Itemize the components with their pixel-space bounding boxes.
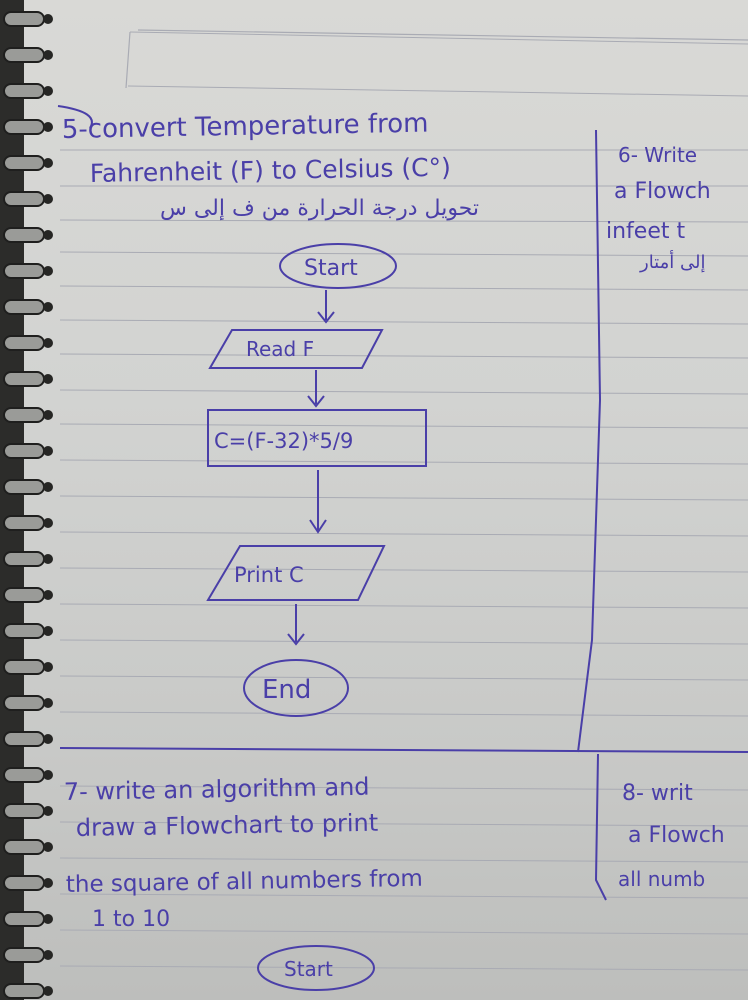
spiral-ring <box>3 119 45 135</box>
problem-5-arabic-line: تحويل درجة الحرارة من ف إلى س <box>160 196 479 221</box>
binding-hole <box>43 770 53 780</box>
binding-hole <box>43 266 53 276</box>
binding-hole <box>43 806 53 816</box>
binding-hole <box>43 842 53 852</box>
spiral-ring <box>3 83 45 99</box>
problem-6-line2: a Flowch <box>614 179 711 204</box>
print-output-label: Print C <box>234 563 304 587</box>
problem-7-line1: 7- write an algorithm and <box>64 773 370 806</box>
spiral-rings <box>3 11 53 999</box>
spiral-ring <box>3 731 45 747</box>
spiral-ring <box>3 335 45 351</box>
spiral-ring <box>3 11 45 27</box>
problem-7-heading: 7- write an algorithm and draw a Flowcha… <box>64 773 423 991</box>
binding-hole <box>43 986 53 996</box>
binding-hole <box>43 446 53 456</box>
spiral-ring <box>3 623 45 639</box>
spiral-ring <box>3 515 45 531</box>
problem-8-line1: 8- writ <box>622 781 693 806</box>
problem-5-heading: 5-convert Temperature from Fahrenheit (F… <box>62 109 479 221</box>
binding-hole <box>43 698 53 708</box>
arrow-print-to-end <box>287 604 305 646</box>
binding-hole <box>43 302 53 312</box>
spiral-ring <box>3 299 45 315</box>
problem-7-line4: 1 to 10 <box>92 907 170 932</box>
read-input-box <box>208 329 384 369</box>
problem-6-line1: 6- Write <box>618 143 697 167</box>
end-terminal <box>243 659 349 717</box>
spiral-ring <box>3 803 45 819</box>
binding-hole <box>43 662 53 672</box>
problem-7-line3: the square of all numbers from <box>66 866 423 898</box>
problem-7-line2: draw a Flowchart to print <box>76 809 379 842</box>
spiral-ring <box>3 587 45 603</box>
spiral-ring <box>3 371 45 387</box>
problem-5-title-line1: 5-convert Temperature from <box>62 109 429 145</box>
problem-8-line3: all numb <box>618 867 705 891</box>
binding-hole <box>43 518 53 528</box>
problem-8-line2: a Flowch <box>628 823 725 848</box>
read-input-label: Read F <box>246 337 314 361</box>
binding-hole <box>43 374 53 384</box>
binding-hole <box>43 194 53 204</box>
binding-hole <box>43 734 53 744</box>
problem-6-line3: infeet t <box>606 219 685 244</box>
binding-hole <box>43 122 53 132</box>
spiral-ring <box>3 947 45 963</box>
binding-hole <box>43 14 53 24</box>
binding-hole <box>43 950 53 960</box>
ruled-lines <box>59 31 748 971</box>
arrow-process-to-print <box>309 470 327 534</box>
spiral-ring <box>3 443 45 459</box>
binding-hole <box>43 590 53 600</box>
top-header-box <box>125 29 748 89</box>
binding-hole <box>43 338 53 348</box>
spiral-ring <box>3 839 45 855</box>
start-terminal-label: Start <box>304 256 358 281</box>
binding-hole <box>43 878 53 888</box>
section-dividers <box>57 105 748 901</box>
problem-6-line4: إلى أمتار <box>639 250 705 273</box>
arrow-read-to-process <box>307 370 325 408</box>
binding-hole <box>43 482 53 492</box>
binding-hole <box>43 86 53 96</box>
arrow-start-to-read <box>317 290 335 324</box>
spiral-ring <box>3 407 45 423</box>
spiral-ring <box>3 479 45 495</box>
spiral-ring <box>3 767 45 783</box>
spiral-ring <box>3 551 45 567</box>
binding-hole <box>43 50 53 60</box>
process-formula: C=(F-32)*5/9 <box>214 429 353 453</box>
problem-7-start-terminal <box>257 945 375 991</box>
start-terminal <box>279 243 397 289</box>
binding-hole <box>43 554 53 564</box>
binding-hole <box>43 158 53 168</box>
problem-7-start-label: Start <box>284 957 333 981</box>
spiral-ring <box>3 47 45 63</box>
problem-6-heading: 6- Write a Flowch infeet t إلى أمتار <box>606 143 711 273</box>
problem-5-title-line2: Fahrenheit (F) to Celsius (C°) <box>90 153 451 188</box>
binding-hole <box>43 914 53 924</box>
spiral-binding <box>0 0 53 1000</box>
temperature-flowchart: Start Read F C=(F-32)*5/9 Print C End <box>206 243 427 717</box>
spiral-ring <box>3 155 45 171</box>
print-output-box <box>206 545 386 601</box>
spiral-ring <box>3 875 45 891</box>
spiral-ring <box>3 695 45 711</box>
problem-8-heading: 8- writ a Flowch all numb <box>618 781 725 891</box>
spiral-ring <box>3 191 45 207</box>
end-terminal-label: End <box>262 675 311 705</box>
spiral-ring <box>3 983 45 999</box>
process-box <box>207 409 427 467</box>
binding-hole <box>43 626 53 636</box>
spiral-ring <box>3 911 45 927</box>
spiral-ring <box>3 227 45 243</box>
binding-hole <box>43 410 53 420</box>
spiral-ring <box>3 263 45 279</box>
binding-hole <box>43 230 53 240</box>
spiral-ring <box>3 659 45 675</box>
